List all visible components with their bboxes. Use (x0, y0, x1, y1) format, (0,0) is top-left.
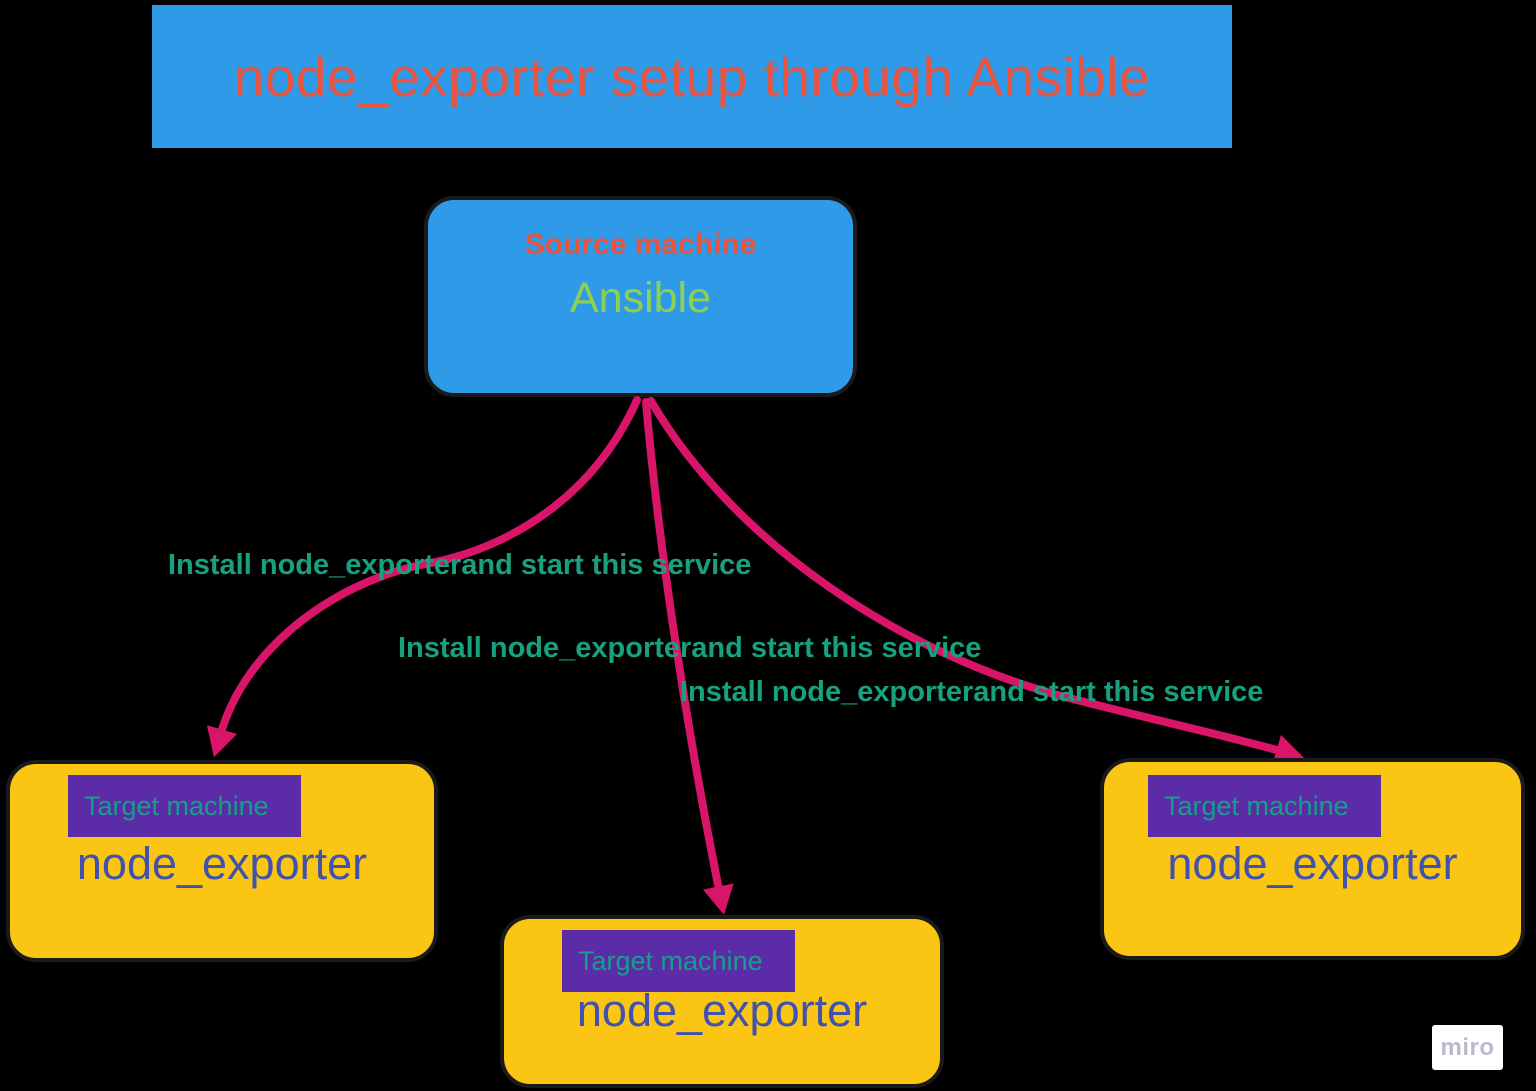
target-machine-tag: Target machine (68, 775, 301, 837)
connector-label-left: Install node_exporterand start this serv… (168, 549, 752, 581)
title-banner: node_exporter setup through Ansible (152, 5, 1232, 148)
target-machine-shape-left: Target machine node_exporter (6, 760, 438, 962)
target-machine-tag-label: Target machine (1164, 790, 1349, 821)
target-machine-shape-right: Target machine node_exporter (1100, 758, 1525, 960)
source-machine-label: Source machine (524, 228, 757, 261)
node-exporter-label: node_exporter (1167, 838, 1458, 889)
connector-label-right: Install node_exporterand start this serv… (680, 676, 1264, 708)
miro-logo-badge[interactable]: miro (1432, 1025, 1503, 1070)
source-machine-shape: Source machine Ansible (424, 196, 857, 397)
target-machine-tag-label: Target machine (578, 945, 763, 976)
target-machine-tag: Target machine (1148, 775, 1381, 837)
miro-logo-text: miro (1440, 1033, 1495, 1061)
target-machine-shape-middle: Target machine node_exporter (500, 915, 944, 1088)
node-exporter-label: node_exporter (576, 985, 868, 1036)
target-machine-tag: Target machine (562, 930, 795, 992)
connector-label-middle: Install node_exporterand start this serv… (398, 632, 982, 664)
node-exporter-label: node_exporter (76, 838, 368, 889)
diagram-title: node_exporter setup through Ansible (233, 45, 1151, 108)
ansible-label: Ansible (569, 274, 712, 322)
target-machine-tag-label: Target machine (84, 790, 269, 821)
